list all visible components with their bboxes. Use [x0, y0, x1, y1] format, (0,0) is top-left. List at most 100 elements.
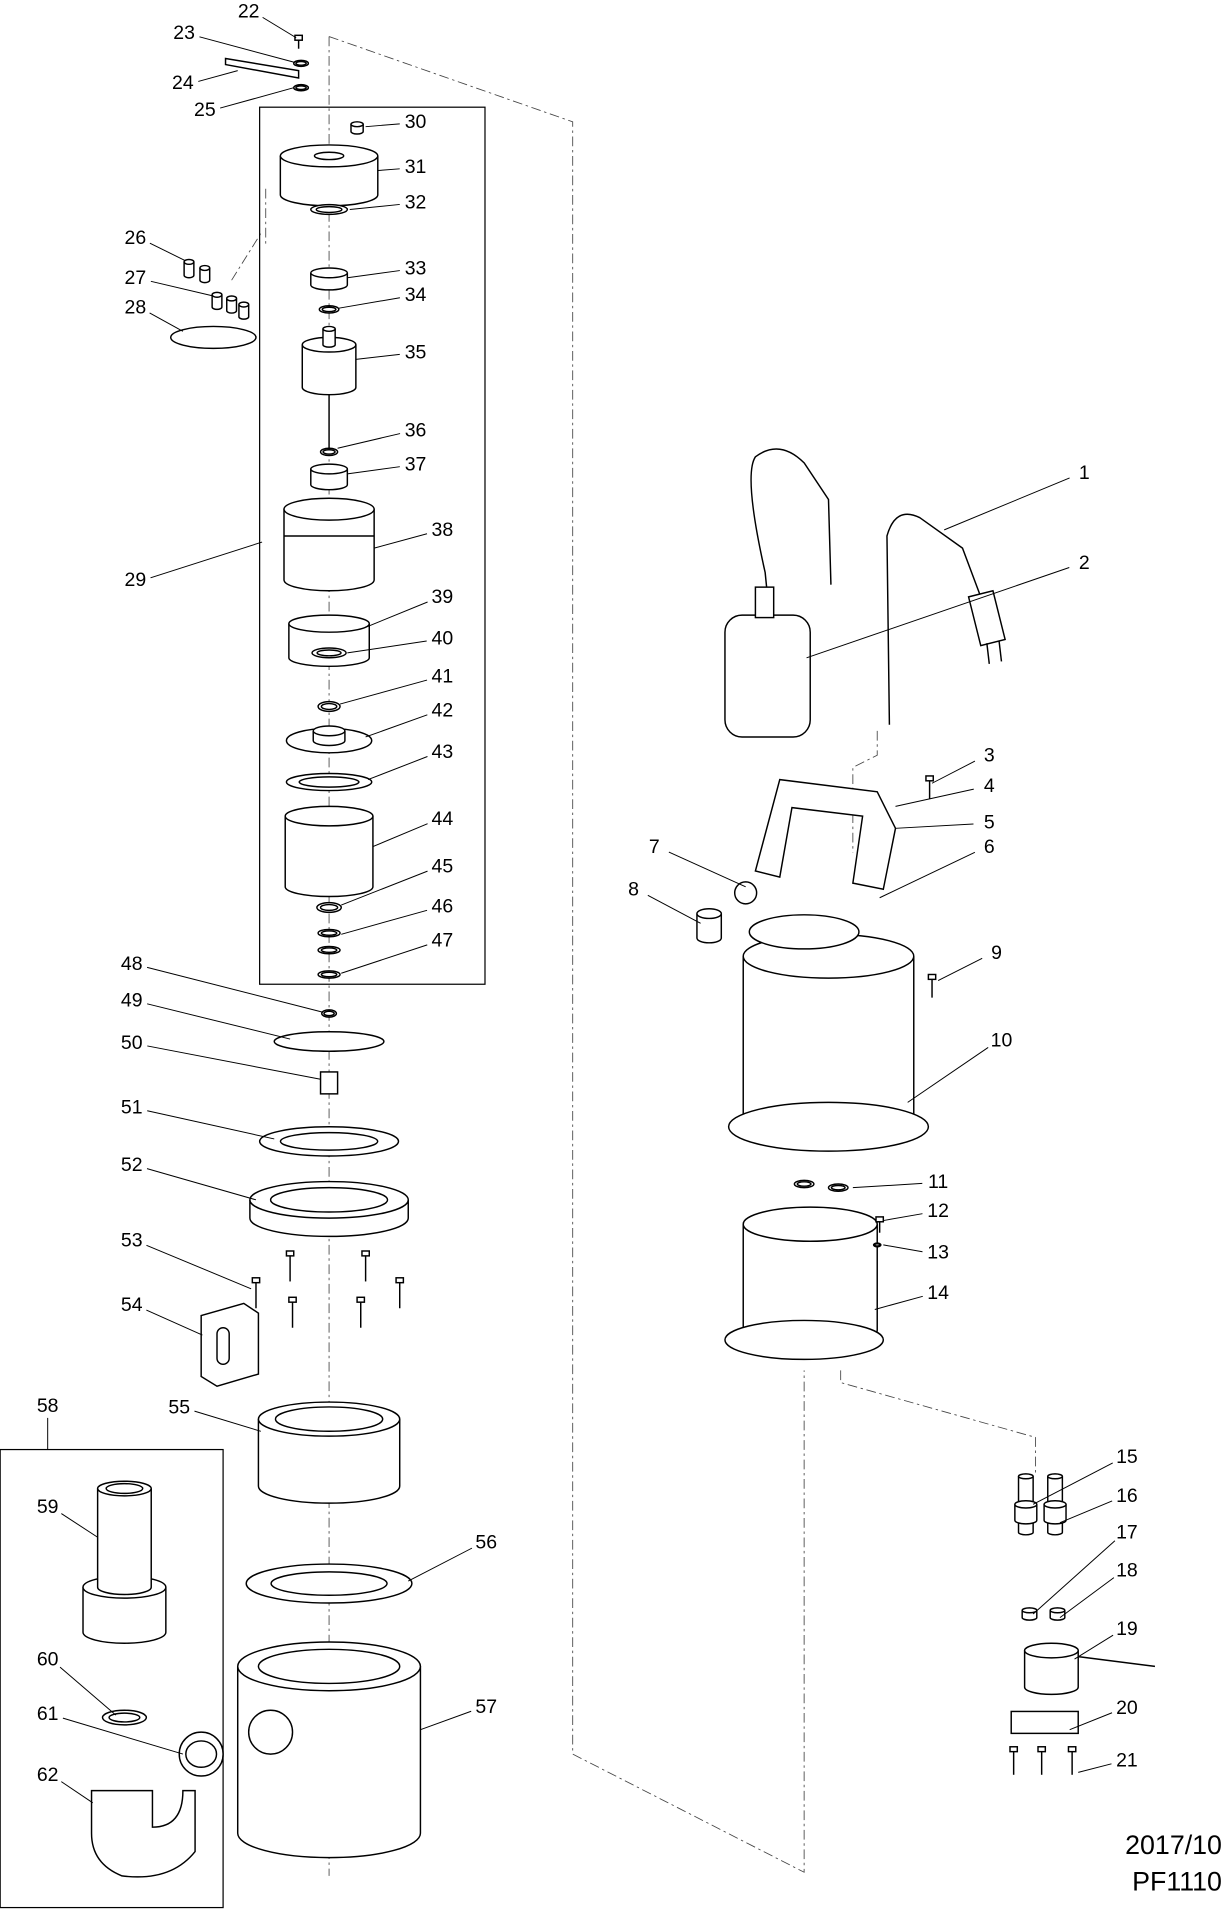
leader-line-59 [61, 1513, 98, 1538]
callout-46: 46 [432, 896, 454, 918]
callout-38: 38 [432, 519, 454, 541]
leader-line-17 [1032, 1540, 1116, 1615]
leader-line-56 [408, 1547, 473, 1582]
part-23-washer [293, 59, 310, 68]
part-35-rotor [301, 325, 357, 449]
callout-12: 12 [927, 1200, 949, 1222]
part-38-stator [283, 497, 375, 592]
part-30-plug [350, 121, 364, 135]
leader-line-61 [62, 1717, 184, 1755]
leader-line-27 [150, 280, 214, 297]
leader-line-28 [149, 312, 184, 332]
callout-29: 29 [125, 569, 147, 591]
callout-16: 16 [1116, 1485, 1138, 1507]
leader-line-41 [339, 679, 428, 705]
callout-45: 45 [432, 855, 454, 877]
leader-line-37 [347, 466, 400, 475]
callout-21: 21 [1116, 1750, 1138, 1772]
part-49-impeller [273, 1031, 385, 1052]
callout-25: 25 [194, 99, 216, 121]
callout-62: 62 [37, 1764, 59, 1786]
callout-60: 60 [37, 1648, 59, 1670]
leader-line-9 [937, 957, 983, 982]
part-9-screw [927, 973, 937, 998]
leader-line-14 [874, 1295, 923, 1310]
part-18-cap [1049, 1607, 1066, 1621]
part-40-ring [311, 647, 347, 659]
callout-49: 49 [121, 989, 143, 1011]
part-12-screw [875, 1216, 885, 1233]
leader-line-26 [149, 242, 186, 262]
leader-line-51 [147, 1110, 275, 1140]
callout-13: 13 [927, 1242, 949, 1264]
callout-19: 19 [1116, 1618, 1138, 1640]
callout-44: 44 [432, 808, 454, 830]
callout-2: 2 [1079, 552, 1090, 574]
model-code: PF1110 [1132, 1867, 1222, 1897]
callout-23: 23 [173, 22, 195, 44]
callout-35: 35 [405, 341, 427, 363]
part-21-screws [1009, 1746, 1077, 1775]
part-39-bracket [288, 614, 370, 668]
callout-30: 30 [405, 111, 427, 133]
leader-line-8 [647, 894, 701, 924]
callout-50: 50 [121, 1032, 143, 1054]
callout-58: 58 [37, 1395, 59, 1417]
part-45-ring [316, 901, 342, 914]
callout-33: 33 [405, 257, 427, 279]
callout-5: 5 [984, 812, 995, 834]
part-34-ring [318, 305, 340, 314]
leader-line-16 [1059, 1500, 1113, 1524]
callout-41: 41 [432, 665, 454, 687]
leader-line-6 [879, 851, 976, 899]
leader-line-52 [146, 1168, 257, 1201]
callout-55: 55 [168, 1396, 190, 1418]
callout-57: 57 [475, 1696, 497, 1718]
leader-line-5 [895, 823, 974, 829]
callout-3: 3 [984, 745, 995, 767]
callout-43: 43 [432, 741, 454, 763]
outlet-kit-frame [0, 1448, 224, 1909]
part-44-inner-housing [284, 805, 374, 898]
leader-line-11 [852, 1182, 923, 1189]
leader-line-15 [1032, 1462, 1113, 1505]
part-46-spring [317, 928, 341, 955]
part-22-screw [294, 34, 304, 49]
part-33-bearing [310, 267, 349, 291]
callout-32: 32 [405, 192, 427, 214]
callout-9: 9 [991, 942, 1002, 964]
part-27-caps [211, 291, 250, 320]
callout-10: 10 [991, 1030, 1013, 1052]
leader-line-62 [61, 1781, 94, 1804]
callout-6: 6 [984, 836, 995, 858]
leader-line-25 [220, 87, 294, 109]
leader-line-38 [374, 533, 428, 549]
callout-22: 22 [238, 0, 260, 22]
leader-line-24 [198, 70, 238, 82]
callout-56: 56 [475, 1531, 497, 1553]
leader-line-30 [365, 123, 400, 128]
callout-20: 20 [1116, 1697, 1138, 1719]
part-25-washer [293, 83, 310, 92]
part-61-o-ring [178, 1731, 224, 1777]
part-51-gasket [258, 1126, 400, 1157]
part-17-cap [1021, 1607, 1038, 1621]
leader-line-49 [147, 1003, 291, 1040]
leader-line-60 [59, 1666, 117, 1716]
part-11-seals [793, 1179, 849, 1193]
part-15-tube [1014, 1473, 1038, 1536]
motor-assembly-frame [259, 106, 486, 985]
callout-14: 14 [927, 1282, 949, 1304]
callout-39: 39 [432, 586, 454, 608]
part-56-base-flange [245, 1563, 413, 1604]
leader-line-29 [150, 541, 263, 579]
callout-27: 27 [125, 267, 147, 289]
part-20-terminal-block [1010, 1710, 1079, 1735]
leader-line-39 [365, 601, 428, 628]
part-43-o-ring [285, 772, 373, 792]
callout-52: 52 [121, 1154, 143, 1176]
leader-line-7 [668, 851, 746, 888]
part-54-bracket [200, 1302, 260, 1388]
callout-7: 7 [649, 836, 660, 858]
